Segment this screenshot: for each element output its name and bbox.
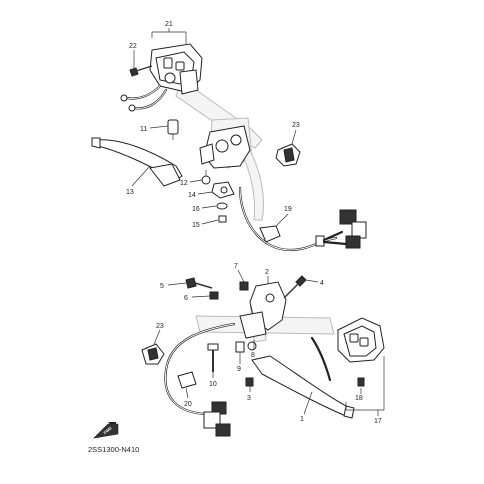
callout-23-lower: 23 [156,323,164,330]
callout-13: 13 [126,189,134,196]
callout-8: 8 [251,352,255,359]
callout-2: 2 [265,269,269,276]
callout-6: 6 [184,295,188,302]
callout-15: 15 [192,222,200,229]
callout-7: 7 [234,263,238,270]
leader-lines [131,28,385,416]
fwd-mark: FWD [102,425,112,435]
nut [218,215,227,223]
wire-clamp-lower [141,343,165,365]
callout-5: 5 [160,283,164,290]
callout-17: 17 [374,418,382,425]
callout-10: 10 [209,381,217,388]
front-stop-switch [167,119,179,140]
clutch-lever-holder [239,281,287,339]
callout-1: 1 [300,416,304,423]
mirror-nut [209,291,219,300]
switch-wire-harness [120,84,168,112]
callout-18: 18 [355,395,363,402]
lever-nut [245,377,254,387]
holder-screw [239,281,249,291]
lever-holder [211,181,235,199]
callout-23-upper: 23 [292,122,300,129]
callout-21: 21 [165,21,173,28]
clutch-lever [251,355,355,419]
callout-labels: 21 22 11 23 12 14 13 16 19 15 7 2 5 4 6 … [126,21,382,425]
lever-bolt [201,170,211,185]
callout-16: 16 [192,206,200,213]
callout-9: 9 [237,366,241,373]
wire-clamp-20 [177,371,197,389]
diagram-code: 2SS1300-N410 [88,445,139,454]
handlebar-switch-assembly [337,317,385,363]
lower-wire-harness [164,322,332,437]
mirror-bolt [185,277,213,289]
lever-spacer [235,341,245,353]
callout-12: 12 [180,180,188,187]
callout-20: 20 [184,401,192,408]
callout-3: 3 [247,395,251,402]
callout-4: 4 [320,280,324,287]
switch-screw-lower [357,377,365,387]
callout-22: 22 [129,43,137,50]
pivot-bolt [207,343,219,372]
callout-19: 19 [284,206,292,213]
switch-screw [129,65,153,77]
master-cylinder [199,125,251,169]
adjuster [247,341,257,351]
start-switch-assembly [149,43,203,95]
upper-wire-harness [238,186,367,252]
wire-clamp-19 [259,225,281,243]
washer [216,202,228,210]
callout-14: 14 [188,192,196,199]
brake-lever [91,137,183,187]
wire-clamp-upper [275,143,301,167]
forward-arrow-icon: FWD [93,422,119,440]
holder-bolt [283,275,307,299]
callout-11: 11 [140,126,147,133]
